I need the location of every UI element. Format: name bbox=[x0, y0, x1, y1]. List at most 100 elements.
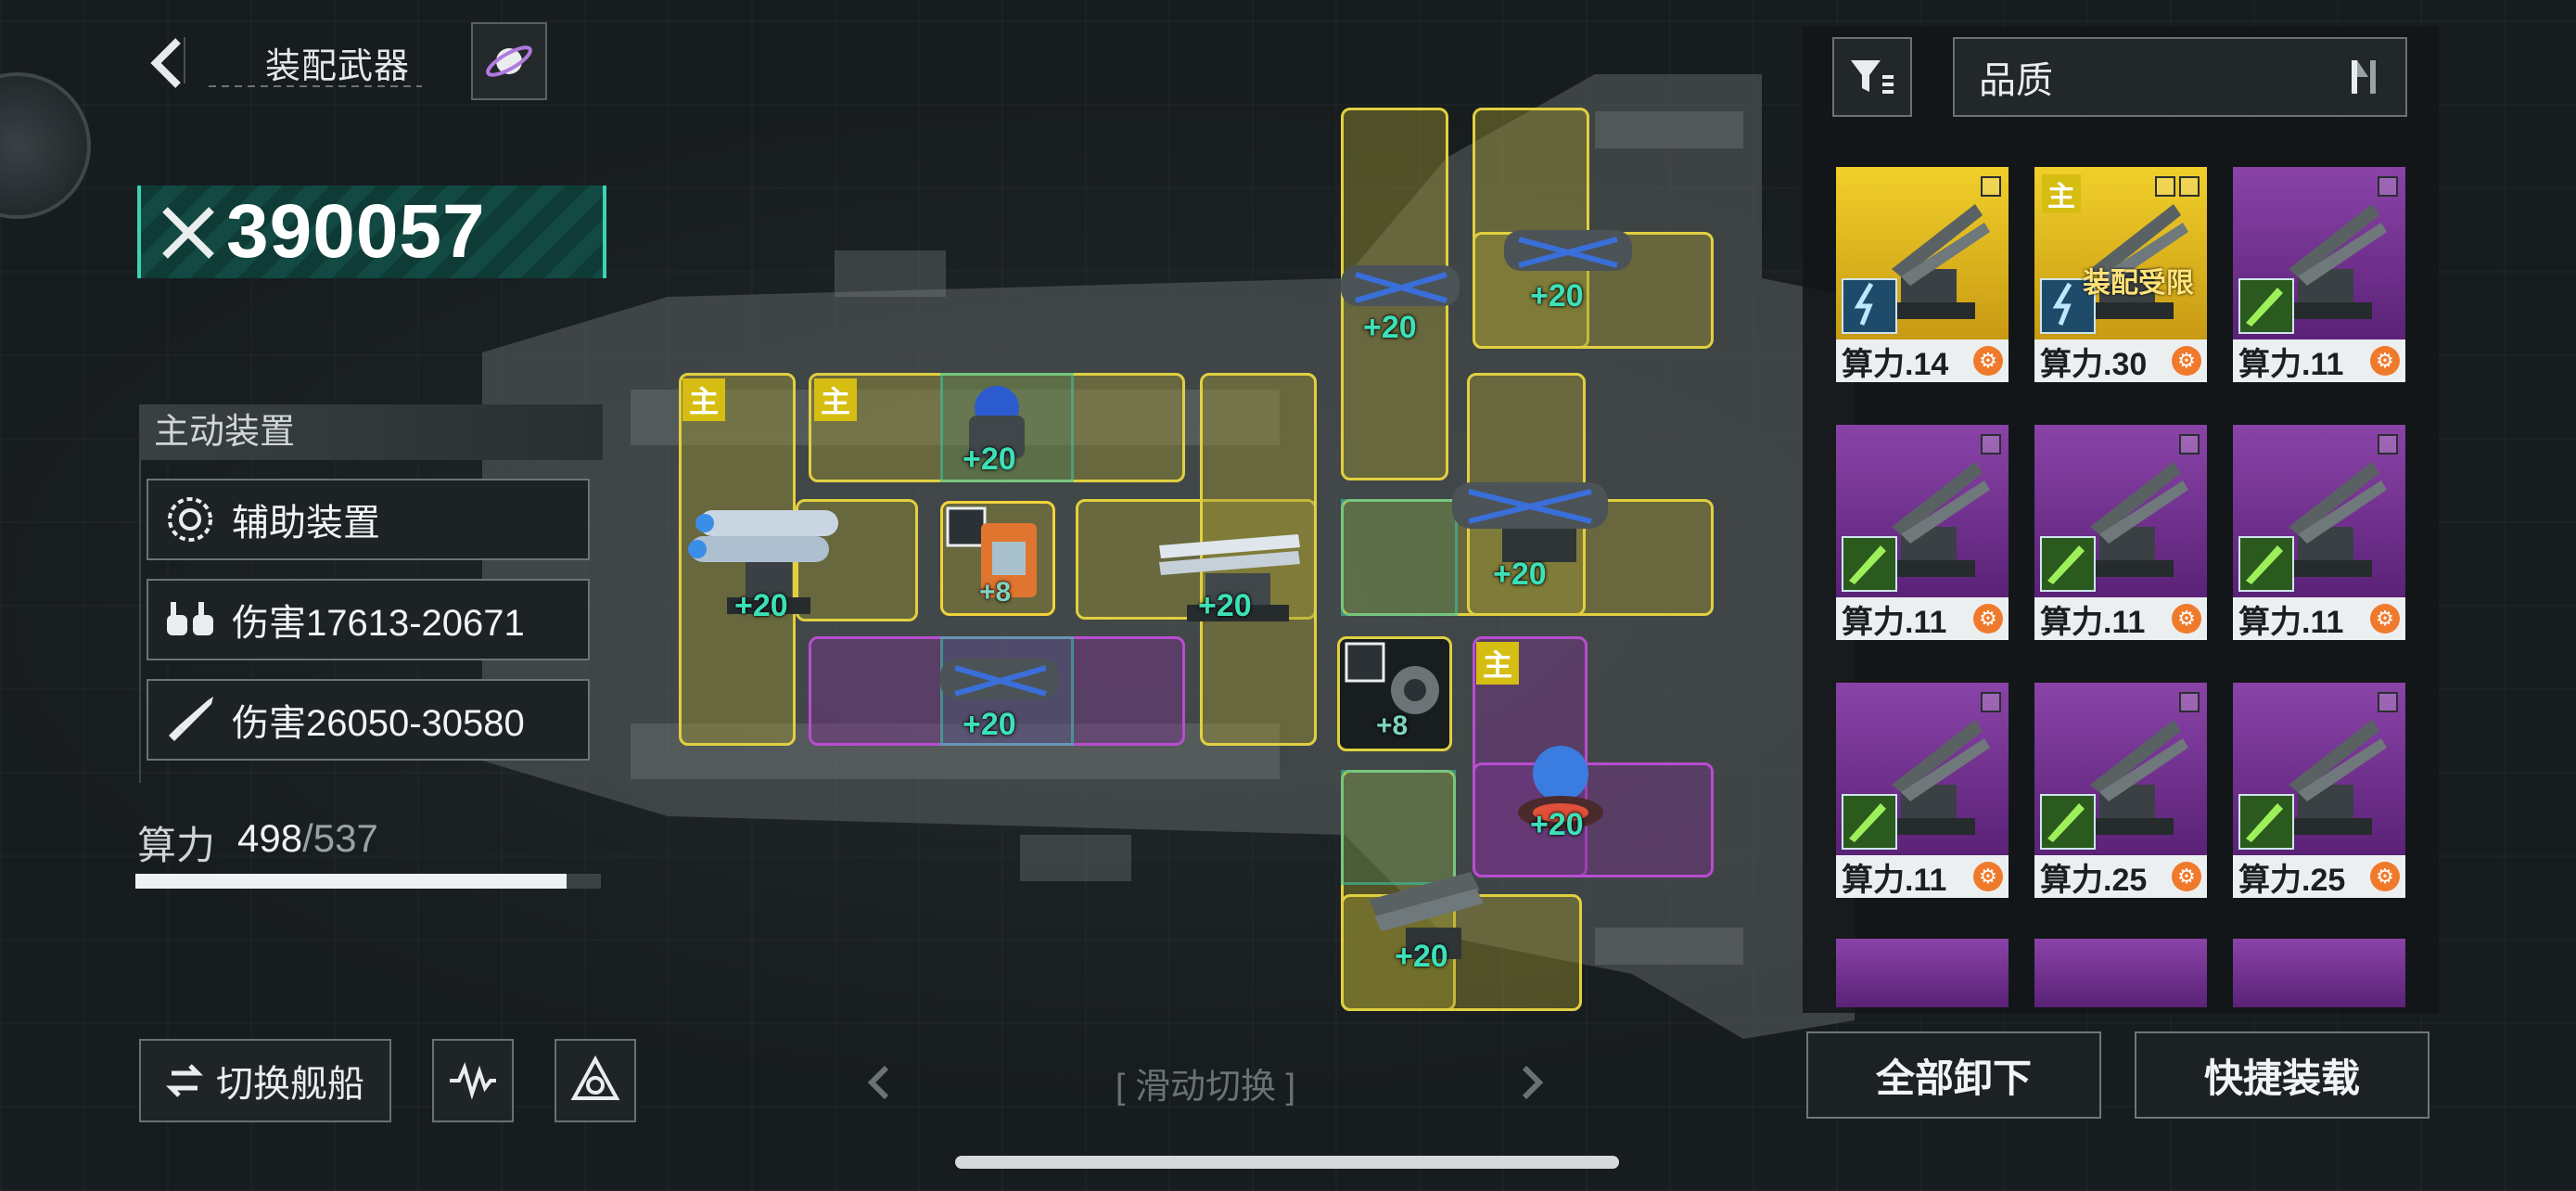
header-divider bbox=[184, 37, 185, 83]
slot-bonus-label: +20 bbox=[734, 588, 788, 623]
equipment-card[interactable]: 算力.25⚙ bbox=[2233, 683, 2405, 902]
plasma-dome-weapon bbox=[1518, 746, 1603, 829]
card-row-partial bbox=[1836, 939, 2409, 1007]
sort-select[interactable]: 品质 bbox=[1953, 37, 2407, 117]
twin-cannon-weapon bbox=[1159, 534, 1300, 621]
device-item-damage-1[interactable]: 伤害17613-20671 bbox=[147, 579, 590, 660]
compute-value: 498/537 bbox=[237, 816, 378, 861]
partial-card[interactable] bbox=[2034, 939, 2207, 1007]
blue-dome-weapon bbox=[969, 386, 1025, 458]
card-footer: 算力.11⚙ bbox=[2233, 339, 2405, 382]
card-checkbox bbox=[2378, 176, 2398, 197]
page-title: 装配武器 bbox=[265, 47, 411, 86]
card-checkbox bbox=[2179, 176, 2200, 197]
waveform-button[interactable] bbox=[432, 1039, 514, 1122]
quick-equip-button[interactable]: 快捷装载 bbox=[2135, 1031, 2429, 1119]
slot-bonus-label: +20 bbox=[963, 442, 1016, 477]
card-compute-label: 算力.14 bbox=[1842, 346, 1949, 382]
card-compute-label: 算力.11 bbox=[2040, 604, 2146, 640]
gear-icon: ⚙ bbox=[1973, 604, 2003, 634]
main-slot-tag: 主 bbox=[682, 378, 725, 421]
equip-slot[interactable] bbox=[1473, 108, 1589, 349]
equipment-card[interactable]: 算力.14⚙ bbox=[1836, 167, 2009, 386]
compute-used: 498 bbox=[237, 816, 303, 860]
card-compute-label: 算力.11 bbox=[1842, 862, 1947, 898]
card-main-tag: 主 bbox=[2042, 174, 2081, 213]
switch-ship-button[interactable]: 切换舰船 bbox=[139, 1039, 391, 1122]
card-checkbox bbox=[2378, 434, 2398, 455]
gear-icon: ⚙ bbox=[2172, 346, 2201, 376]
compute-progress-fill bbox=[135, 874, 567, 889]
kinetic-element-icon bbox=[2238, 536, 2294, 592]
equipment-card[interactable]: 算力.25⚙ bbox=[2034, 683, 2207, 902]
partial-card[interactable] bbox=[1836, 939, 2009, 1007]
combat-power-panel: 390057 bbox=[137, 186, 606, 278]
card-footer: 算力.30⚙ bbox=[2034, 339, 2207, 382]
equipment-art bbox=[1836, 167, 2009, 339]
swipe-switch-label: [ 滑动切换 ] bbox=[1115, 1067, 1296, 1107]
card-checkbox bbox=[2179, 692, 2200, 712]
chevron-right-icon[interactable] bbox=[1515, 1062, 1549, 1103]
slot-bonus-label: +20 bbox=[1530, 807, 1584, 842]
equipment-card[interactable]: 算力.11 ⚙ bbox=[1836, 683, 2009, 902]
compute-total: /537 bbox=[302, 816, 378, 860]
kinetic-element-icon bbox=[2040, 794, 2096, 850]
planet-icon bbox=[486, 45, 532, 77]
device-item-aux[interactable]: 辅助装置 bbox=[147, 479, 590, 560]
filter-icon bbox=[1851, 60, 1894, 94]
device-item-label: 辅助装置 bbox=[232, 503, 380, 544]
kinetic-element-icon bbox=[1842, 536, 1897, 592]
device-item-damage-2[interactable]: 伤害26050-30580 bbox=[147, 679, 590, 761]
planet-button[interactable] bbox=[471, 22, 547, 100]
equipment-card[interactable]: 算力.11⚙ bbox=[1836, 425, 2009, 644]
back-button[interactable] bbox=[139, 26, 195, 100]
unload-all-label: 全部卸下 bbox=[1875, 1056, 2032, 1100]
card-footer: 算力.11⚙ bbox=[1836, 597, 2009, 640]
card-footer: 算力.14⚙ bbox=[1836, 339, 2009, 382]
torpedo-launcher-weapon bbox=[1452, 482, 1608, 562]
gear-icon: ⚙ bbox=[2172, 604, 2201, 634]
gear-icon: ⚙ bbox=[2370, 346, 2400, 376]
torpedo-launcher-weapon bbox=[1504, 230, 1632, 271]
slot-bonus-label: +8 bbox=[1376, 711, 1409, 741]
equipment-card[interactable]: 算力.11⚙ bbox=[2233, 167, 2405, 386]
missile-pod-weapon bbox=[688, 510, 838, 614]
quick-equip-label: 快捷装载 bbox=[2203, 1056, 2360, 1100]
lightning-element-icon bbox=[2040, 278, 2096, 334]
card-footer: 算力.25⚙ bbox=[2233, 855, 2405, 898]
card-checkbox bbox=[1981, 176, 2001, 197]
kinetic-element-icon bbox=[2238, 794, 2294, 850]
slot-bonus-label: +20 bbox=[963, 707, 1016, 742]
flak-module-weapon bbox=[1345, 642, 1439, 714]
card-checkbox bbox=[1981, 692, 2001, 712]
equipment-card[interactable]: 算力.11 ⚙ bbox=[2034, 425, 2207, 644]
emblem-button[interactable] bbox=[555, 1039, 636, 1122]
card-footer: 算力.25⚙ bbox=[2034, 855, 2207, 898]
active-device-heading: 主动装置 bbox=[139, 404, 603, 460]
device-item-label: 伤害17613-20671 bbox=[232, 603, 525, 644]
filter-button[interactable] bbox=[1832, 37, 1912, 117]
gear-icon: ⚙ bbox=[1973, 862, 2003, 891]
device-item-label: 伤害26050-30580 bbox=[232, 703, 525, 744]
slot-bonus-label: +20 bbox=[1363, 310, 1417, 345]
card-compute-label: 算力.25 bbox=[2040, 862, 2148, 898]
equipment-card[interactable]: 主装配受限算力.30⚙ bbox=[2034, 167, 2207, 386]
equipment-card[interactable]: 算力.11⚙ bbox=[2233, 425, 2405, 644]
card-compute-label: 算力.11 bbox=[2238, 604, 2344, 640]
partial-card[interactable] bbox=[2233, 939, 2405, 1007]
sort-toggle-icon[interactable] bbox=[2342, 57, 2385, 97]
card-checkbox bbox=[2155, 176, 2175, 197]
card-footer: 算力.11 ⚙ bbox=[2034, 597, 2207, 640]
active-device-frame bbox=[139, 460, 606, 783]
shield-module-weapon bbox=[946, 506, 1037, 597]
card-footer: 算力.11 ⚙ bbox=[1836, 855, 2009, 898]
home-indicator[interactable] bbox=[955, 1156, 1619, 1169]
torpedo-launcher-weapon bbox=[1341, 265, 1460, 306]
main-slot-tag: 主 bbox=[1476, 642, 1519, 685]
chevron-left-icon[interactable] bbox=[862, 1062, 896, 1103]
unload-all-button[interactable]: 全部卸下 bbox=[1806, 1031, 2101, 1119]
kinetic-element-icon bbox=[1842, 794, 1897, 850]
missile-icon bbox=[169, 697, 213, 741]
slot-bonus-label: +20 bbox=[1530, 278, 1584, 314]
